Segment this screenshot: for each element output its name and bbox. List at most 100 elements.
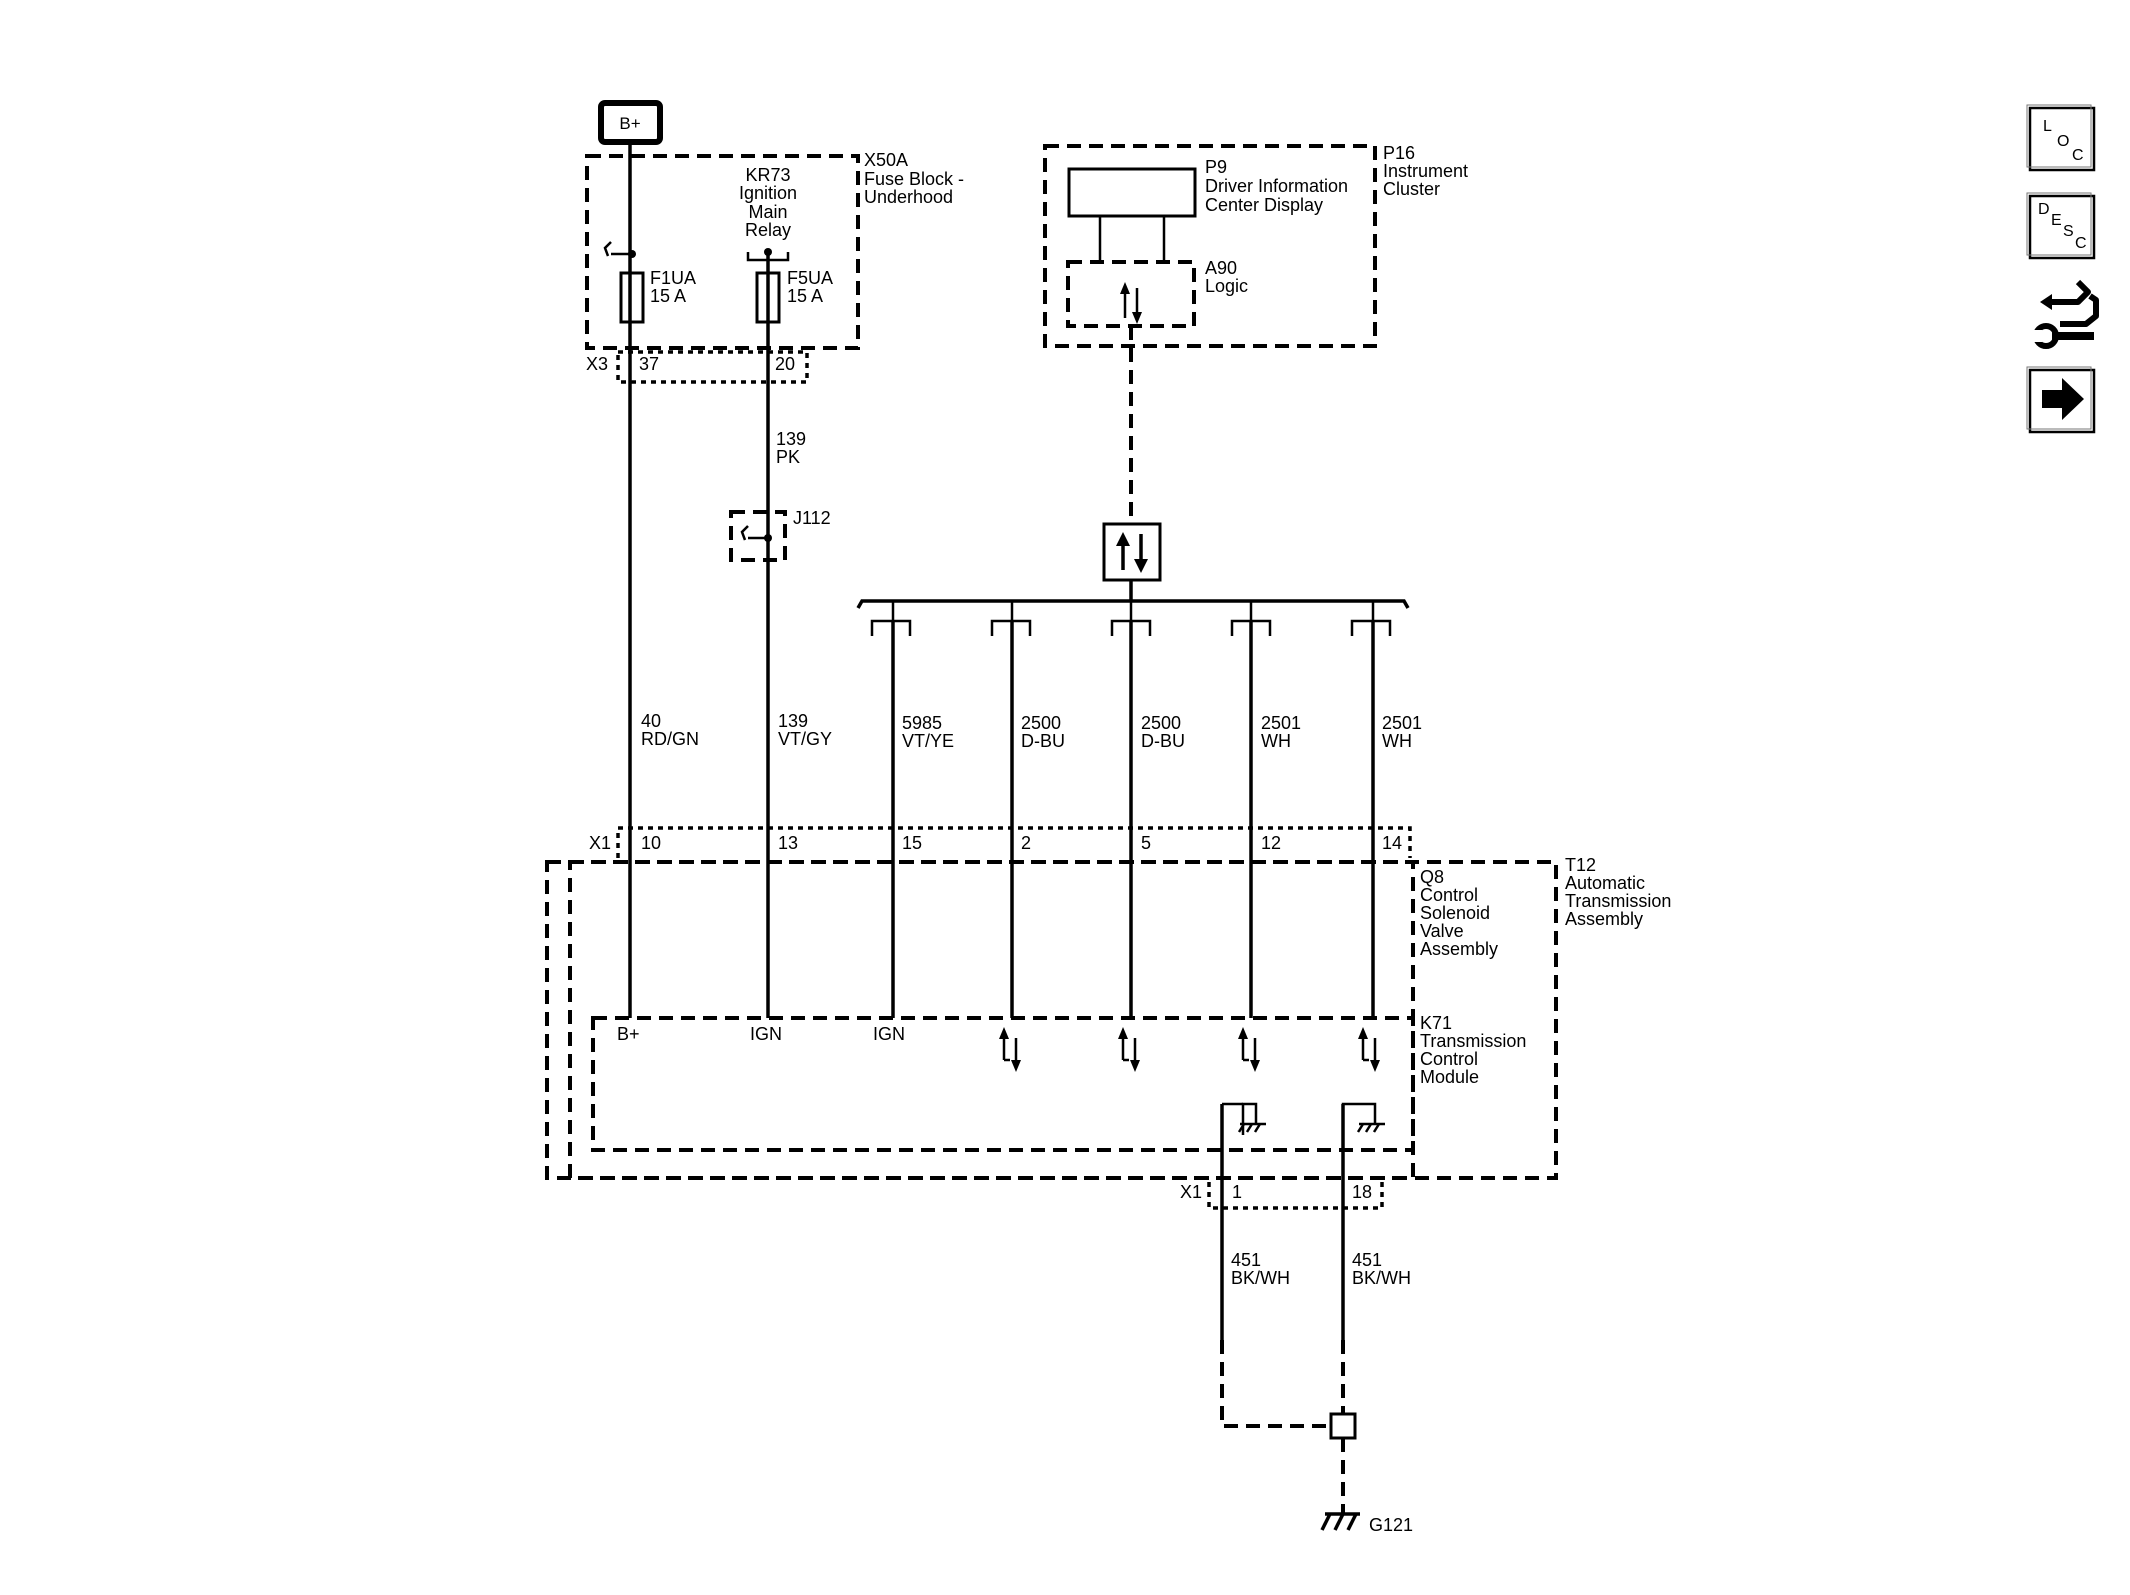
wire-3-circuit: 5985 [902, 713, 942, 733]
logic-id: A90 [1205, 258, 1237, 278]
connector-wrench-icon[interactable] [2030, 279, 2099, 349]
logic-name: Logic [1205, 276, 1248, 296]
wire-1-color: RD/GN [641, 729, 699, 749]
ground-g121-icon: G121 [1320, 1512, 1413, 1535]
wire-7-circuit: 2501 [1382, 713, 1422, 733]
wire-2-color: VT/GY [778, 729, 832, 749]
battery-positive-source: B+ [598, 100, 663, 145]
busbar-hook-icon [603, 241, 612, 257]
relay-name-1: Ignition [739, 183, 797, 203]
pin-14: 14 [1382, 833, 1402, 853]
fuse-f1ua-id: F1UA [650, 268, 696, 288]
valve-name-3: Valve [1420, 921, 1464, 941]
ground-id: G121 [1369, 1515, 1413, 1535]
right-arrow-icon [2042, 378, 2084, 420]
fuse-f5ua-id: F5UA [787, 268, 833, 288]
display-p9-icon [1067, 167, 1197, 218]
fuse-f1ua-rating: 15 A [650, 286, 686, 306]
svg-text:D: D [2038, 201, 2050, 218]
connector-x1-top: X1 10 13 15 2 5 12 14 [589, 826, 1412, 858]
wire-5-circuit: 2500 [1141, 713, 1181, 733]
connector-x3-label: X3 [586, 354, 608, 374]
svg-text:C: C [2075, 235, 2087, 252]
tcm-name-2: Control [1420, 1049, 1478, 1069]
tcm-k71: K71 Transmission Control Module B+ IGN I… [591, 1013, 1526, 1152]
tcm-data-arrow-icon-4 [1358, 1027, 1380, 1072]
display-name-1: Driver Information [1205, 176, 1348, 196]
fuse-block-id: X50A [864, 150, 908, 170]
bidirectional-arrow-icon [1120, 282, 1142, 324]
ground-wire-2-circuit: 451 [1352, 1250, 1382, 1270]
ground-wire-1-color: BK/WH [1231, 1268, 1290, 1288]
x1-bottom-label: X1 [1180, 1182, 1202, 1202]
internal-ground-icon-2 [1341, 1102, 1385, 1135]
pin-15: 15 [902, 833, 922, 853]
tcm-name-3: Module [1420, 1067, 1479, 1087]
valve-name-1: Control [1420, 885, 1478, 905]
ground-wire-1-circuit: 451 [1231, 1250, 1261, 1270]
pin-18: 18 [1352, 1182, 1372, 1202]
pin-12: 12 [1261, 833, 1281, 853]
cluster-id: P16 [1383, 143, 1415, 163]
connector-x3 [616, 350, 809, 384]
tcm-name-1: Transmission [1420, 1031, 1526, 1051]
wire-labels: 40 RD/GN 139 VT/GY 5985 VT/YE 2500 D-BU … [641, 711, 1422, 751]
transmission-name-3: Assembly [1565, 909, 1643, 929]
pin-1: 1 [1232, 1182, 1242, 1202]
wire-6-color: WH [1261, 731, 1291, 751]
display-id: P9 [1205, 157, 1227, 177]
terminal-b-plus: B+ [617, 1024, 640, 1044]
wire-top-circuit: 139 [776, 429, 806, 449]
wire-2-circuit: 139 [778, 711, 808, 731]
svg-text:S: S [2063, 223, 2074, 240]
connector-x1-bottom: X1 1 18 [1180, 1182, 1384, 1210]
transmission-name-2: Transmission [1565, 891, 1671, 911]
fuse-f1ua-icon [619, 271, 645, 324]
pin-2: 2 [1021, 833, 1031, 853]
tcm-id: K71 [1420, 1013, 1452, 1033]
cluster-name-2: Cluster [1383, 179, 1440, 199]
next-arrow-button[interactable] [2026, 366, 2096, 434]
display-name-2: Center Display [1205, 195, 1323, 215]
wire-3-color: VT/YE [902, 731, 954, 751]
cluster-name-1: Instrument [1383, 161, 1468, 181]
transmission-name-1: Automatic [1565, 873, 1645, 893]
terminal-ign-2: IGN [873, 1024, 905, 1044]
internal-ground-icon-1 [1237, 1102, 1266, 1135]
relay-name-2: Main [748, 202, 787, 222]
ground-wire-2-color: BK/WH [1352, 1268, 1411, 1288]
svg-text:C: C [2072, 147, 2084, 164]
wire-top-color: PK [776, 447, 800, 467]
description-button[interactable]: D E S C [2026, 192, 2096, 260]
wire-6-circuit: 2501 [1261, 713, 1301, 733]
terminal-ign-1: IGN [750, 1024, 782, 1044]
fuse-block-name-2: Underhood [864, 187, 953, 207]
splice-id: J112 [793, 508, 831, 528]
svg-text:E: E [2051, 212, 2062, 229]
data-bus-bar [856, 599, 1410, 609]
wire-4-color: D-BU [1021, 731, 1065, 751]
transmission-id: T12 [1565, 855, 1596, 875]
tcm-data-arrow-icon-2 [1118, 1027, 1140, 1072]
wire-5-color: D-BU [1141, 731, 1185, 751]
pin-10: 10 [641, 833, 661, 853]
relay-name-3: Relay [745, 220, 791, 240]
x3-pin-37: 37 [639, 354, 659, 374]
tcm-data-arrow-icon-3 [1238, 1027, 1260, 1072]
wire-7-color: WH [1382, 731, 1412, 751]
relay-id: KR73 [745, 165, 790, 185]
wire-4-circuit: 2500 [1021, 713, 1061, 733]
pin-5: 5 [1141, 833, 1151, 853]
logic-a90-box [1066, 260, 1196, 328]
instrument-cluster-p16: P16 Instrument Cluster P9 Driver Informa… [1043, 143, 1468, 348]
svg-text:L: L [2043, 118, 2052, 135]
fuse-f5ua-rating: 15 A [787, 286, 823, 306]
location-button[interactable]: L O C [2026, 104, 2096, 172]
tcm-data-arrow-icon-1 [999, 1027, 1021, 1072]
serial-data-bus-icon [1102, 522, 1162, 582]
pin-13: 13 [778, 833, 798, 853]
fuse-block-x50a: X50A Fuse Block - Underhood KR73 Ignitio… [585, 150, 964, 384]
x3-pin-20: 20 [775, 354, 795, 374]
valve-name-4: Assembly [1420, 939, 1498, 959]
